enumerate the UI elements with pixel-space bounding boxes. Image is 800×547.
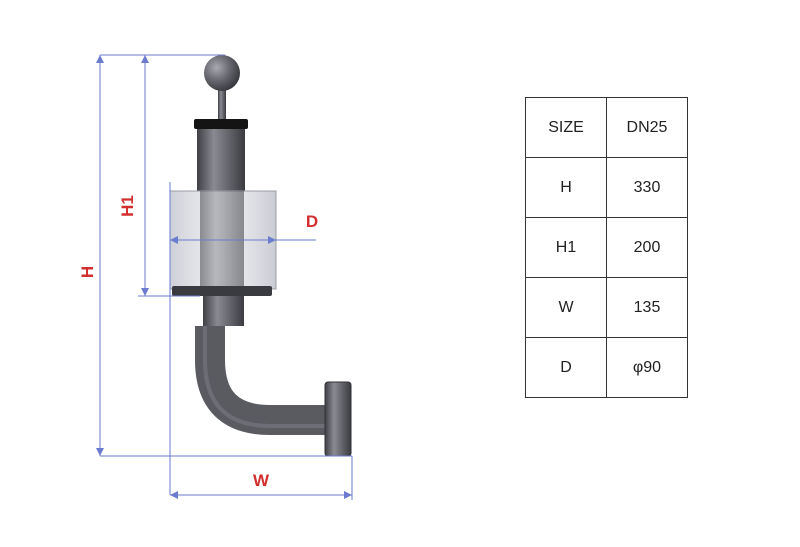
- ball-knob-icon: [204, 55, 240, 91]
- table-row: SIZE DN25: [525, 97, 688, 158]
- dim-label-h: H: [78, 266, 97, 278]
- table-row: W 135: [525, 277, 688, 338]
- spec-value-cell: 330: [606, 157, 688, 218]
- spec-name-cell: W: [525, 277, 607, 338]
- table-row: D φ90: [525, 337, 688, 398]
- spec-name-cell: H1: [525, 217, 607, 278]
- spec-name-cell: SIZE: [525, 97, 607, 158]
- dim-label-h1: H1: [118, 195, 137, 217]
- spec-value-cell: 135: [606, 277, 688, 338]
- end-flange: [324, 381, 352, 457]
- table-row: H1 200: [525, 217, 688, 278]
- spec-table: SIZE DN25 H 330 H1 200 W 135 D φ90: [525, 97, 688, 398]
- dim-label-w: W: [253, 471, 270, 490]
- spec-value-cell: 200: [606, 217, 688, 278]
- dimension-arrows: [96, 55, 352, 499]
- spec-name-cell: D: [525, 337, 607, 398]
- table-row: H 330: [525, 157, 688, 218]
- spec-value-cell: DN25: [606, 97, 688, 158]
- dimension-lines: [99, 54, 353, 500]
- spec-value-cell: φ90: [606, 337, 688, 398]
- dim-label-d: D: [306, 212, 318, 231]
- valve-body: [169, 55, 352, 457]
- spec-name-cell: H: [525, 157, 607, 218]
